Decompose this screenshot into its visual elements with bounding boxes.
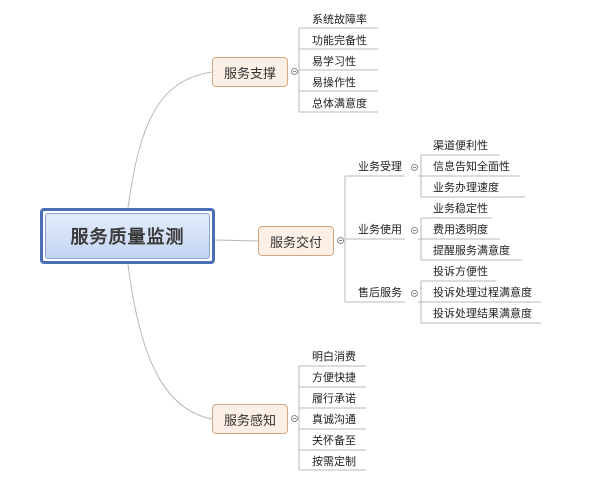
connector-root-branch-2	[214, 239, 259, 242]
leaf-node[interactable]: 投诉处理过程满意度	[433, 286, 532, 299]
root-label: 服务质量监测	[45, 213, 210, 259]
leaf-node[interactable]: 总体满意度	[312, 97, 367, 110]
leaf-node[interactable]: 投诉处理结果满意度	[433, 307, 532, 320]
collapse-toggle-icon[interactable]	[411, 227, 418, 234]
root-node[interactable]: 服务质量监测	[40, 208, 215, 264]
branch-label: 服务支撑	[223, 66, 276, 82]
leaf-node[interactable]: 费用透明度	[433, 223, 488, 236]
sub-branch-after-sales[interactable]: 售后服务	[358, 286, 402, 299]
collapse-toggle-icon[interactable]	[411, 290, 418, 297]
leaf-node[interactable]: 业务办理速度	[433, 181, 499, 194]
leaf-node[interactable]: 信息告知全面性	[433, 160, 510, 173]
collapse-toggle-icon[interactable]	[291, 68, 298, 75]
collapse-toggle-icon[interactable]	[291, 415, 298, 422]
sub-branch-business-usage[interactable]: 业务使用	[358, 223, 402, 236]
connector-root-branch-3	[127, 263, 213, 420]
leaf-node[interactable]: 明白消费	[312, 350, 356, 363]
branch-label: 服务交付	[269, 235, 322, 251]
leaf-node[interactable]: 功能完备性	[312, 34, 367, 47]
collapse-toggle-icon[interactable]	[411, 164, 418, 171]
leaf-node[interactable]: 方便快捷	[312, 371, 356, 384]
leaf-node[interactable]: 系统故障率	[312, 13, 367, 26]
leaf-node[interactable]: 业务稳定性	[433, 202, 488, 215]
collapse-toggle-icon[interactable]	[337, 237, 344, 244]
connector-root-branch-1	[127, 71, 213, 209]
sub-branch-business-acceptance[interactable]: 业务受理	[358, 160, 402, 173]
leaf-node[interactable]: 按需定制	[312, 455, 356, 468]
branch-node-service-perception[interactable]: 服务感知	[212, 404, 288, 434]
leaf-node[interactable]: 易操作性	[312, 76, 356, 89]
leaf-node[interactable]: 易学习性	[312, 55, 356, 68]
leaf-node[interactable]: 履行承诺	[312, 392, 356, 405]
branch-node-service-delivery[interactable]: 服务交付	[258, 226, 334, 256]
leaf-node[interactable]: 提醒服务满意度	[433, 244, 510, 257]
leaf-node[interactable]: 投诉方便性	[433, 265, 488, 278]
leaf-node[interactable]: 真诚沟通	[312, 413, 356, 426]
leaf-node[interactable]: 渠道便利性	[433, 139, 488, 152]
branch-node-service-support[interactable]: 服务支撑	[212, 57, 288, 87]
branch-label: 服务感知	[223, 413, 276, 429]
leaf-node[interactable]: 关怀备至	[312, 434, 356, 447]
